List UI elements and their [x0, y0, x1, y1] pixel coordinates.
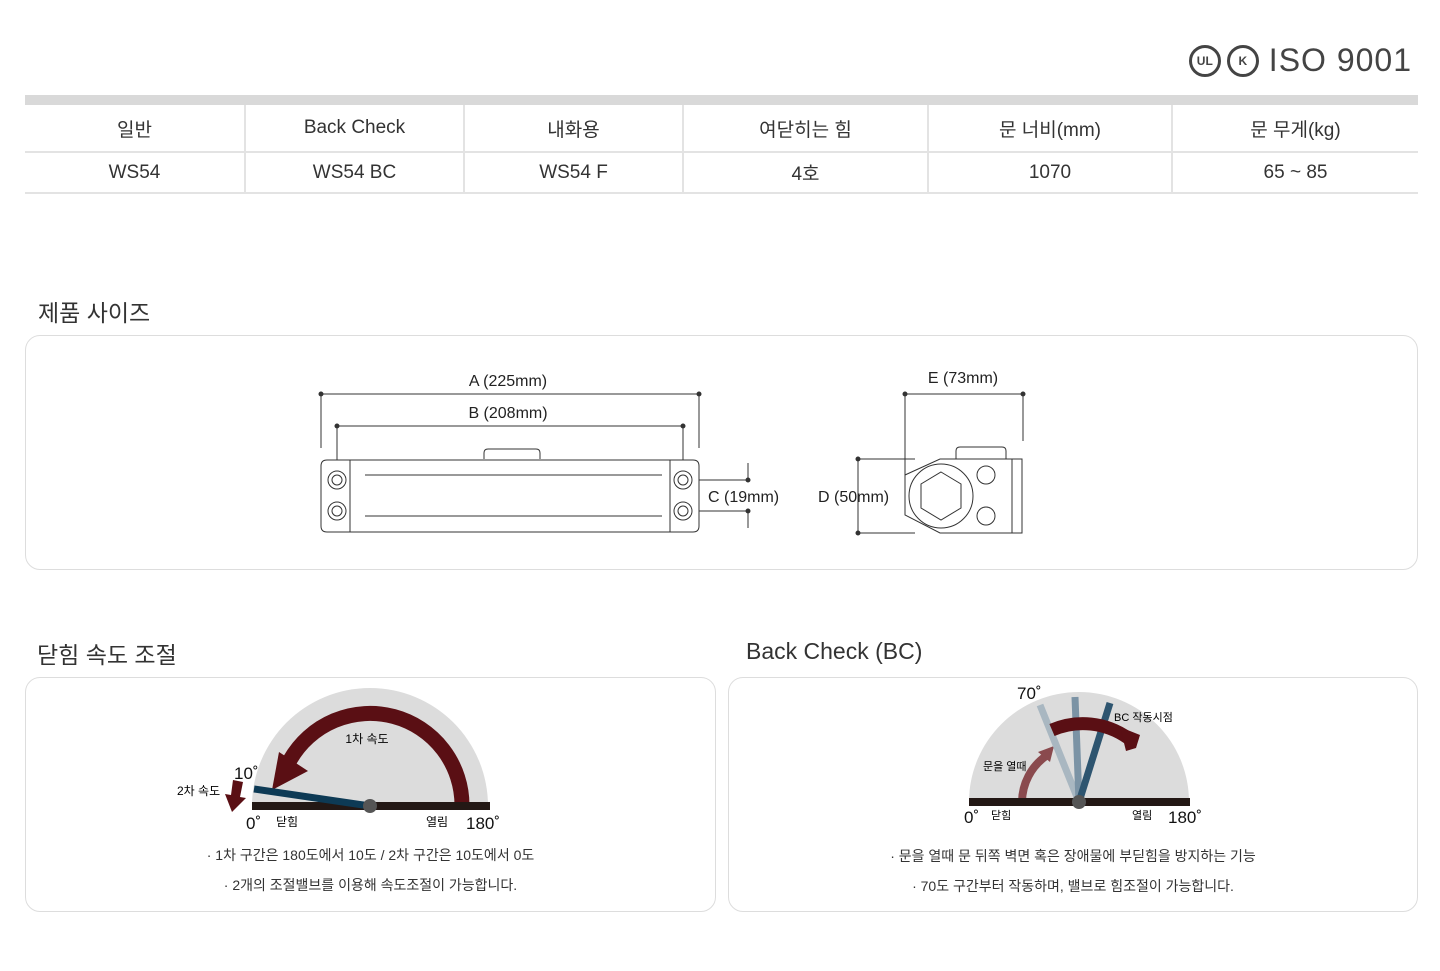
closed-label: 닫힘 [991, 809, 1011, 822]
header-cell: Back Check [245, 105, 465, 153]
ul-logo-icon: UL [1188, 44, 1221, 77]
open-label: 열림 [1132, 809, 1152, 822]
certification-logos: UL K ISO 9001 [1188, 42, 1412, 79]
door-needle-10deg [253, 785, 371, 810]
closing-speed-gauge: 1차 속도 2차 속도 10˚ 0˚ 180˚ 닫힘 열림 [177, 688, 500, 833]
opening-arrowhead [1038, 746, 1054, 762]
needle-mid [1071, 696, 1083, 803]
first-speed-arrowhead [272, 752, 308, 790]
deg0-label: 0˚ [964, 808, 979, 827]
table-cell: 4호 [683, 152, 929, 194]
spec-table: 일반 Back Check 내화용 여닫히는 힘 문 너비(mm) 문 무게(k… [25, 105, 1418, 194]
back-check-gauge: 70˚ BC 작동시점 문을 열때 0˚ 180˚ 닫힘 열림 [964, 684, 1202, 827]
closing-speed-note-1: · 1차 구간은 180도에서 10도 / 2차 구간은 10도에서 0도 [206, 847, 535, 863]
product-size-title: 제품 사이즈 [38, 300, 151, 326]
header-cell: 문 너비(mm) [928, 105, 1173, 153]
speed2-label: 2차 속도 [177, 784, 220, 798]
table-header-row: 일반 Back Check 내화용 여닫히는 힘 문 너비(mm) 문 무게(k… [25, 105, 1418, 153]
table-cell: WS54 BC [245, 152, 465, 194]
header-cell: 내화용 [464, 105, 684, 153]
gauge-pivot [1072, 795, 1086, 809]
iso-label: ISO 9001 [1268, 42, 1412, 78]
bc-arc [1049, 717, 1132, 744]
dimension-d-label: D (50mm) [818, 489, 889, 506]
closer-side-view-drawing [855, 391, 1026, 536]
bc-start-label: BC 작동시점 [1114, 711, 1173, 724]
header-cell: 일반 [25, 105, 246, 153]
product-size-box [25, 335, 1418, 570]
closer-front-view-drawing [318, 391, 751, 533]
dimension-b-label: B (208mm) [468, 405, 547, 422]
header-cell: 문 무게(kg) [1172, 105, 1418, 153]
deg10-label: 10˚ [234, 764, 259, 783]
table-cell: 65 ~ 85 [1172, 152, 1418, 194]
kc-logo-icon: K [1226, 44, 1259, 77]
table-top-bar [25, 95, 1418, 105]
back-check-note-1: · 문을 열때 문 뒤쪽 벽면 혹은 장애물에 부딛힘을 방지하는 기능 [890, 848, 1256, 864]
first-speed-arc [283, 705, 470, 807]
table-cell: WS54 F [464, 152, 684, 194]
deg180-label: 180˚ [466, 814, 500, 833]
speed1-label: 1차 속도 [345, 732, 388, 746]
gauge-pivot [363, 799, 377, 813]
bc-arrowhead [1120, 727, 1140, 751]
header-cell: 여닫히는 힘 [683, 105, 929, 153]
deg180-label: 180˚ [1168, 808, 1202, 827]
closing-speed-title: 닫힘 속도 조절 [37, 642, 177, 668]
dimension-a-label: A (225mm) [469, 373, 547, 390]
opening-label: 문을 열때 [983, 760, 1027, 773]
dimension-e-label: E (73mm) [928, 370, 998, 387]
closed-label: 닫힘 [276, 815, 298, 829]
back-check-title: Back Check (BC) [746, 638, 923, 664]
dimension-c-label: C (19mm) [708, 489, 779, 506]
closing-speed-note-2: · 2개의 조절밸브를 이용해 속도조절이 가능합니다. [223, 877, 518, 893]
gauge-background [252, 688, 488, 806]
second-speed-arrow-icon [225, 780, 246, 812]
table-cell: WS54 [25, 152, 246, 194]
back-check-note-2: · 70도 구간부터 작동하며, 밸브로 힘조절이 가능합니다. [912, 878, 1234, 894]
open-label: 열림 [426, 815, 448, 829]
table-row: WS54 WS54 BC WS54 F 4호 1070 65 ~ 85 [25, 152, 1418, 194]
needle-70deg [1036, 703, 1083, 804]
deg0-label: 0˚ [246, 814, 261, 833]
opening-arc [1018, 752, 1049, 803]
deg70-label: 70˚ [1017, 684, 1042, 703]
table-cell: 1070 [928, 152, 1173, 194]
needle-bc-start [1075, 701, 1114, 804]
